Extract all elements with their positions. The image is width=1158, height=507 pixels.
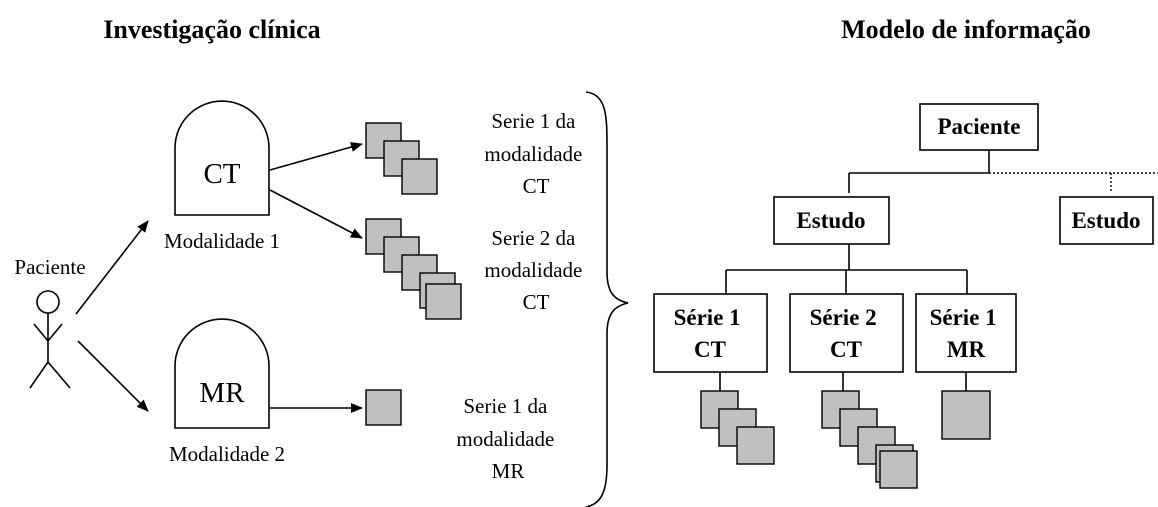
arrow-patient-to-mr — [77, 340, 149, 412]
mr-modality-code: MR — [199, 377, 245, 409]
arrow-ct-to-series1 — [269, 142, 363, 171]
series-label-ct1: Serie 1 da modalidade CT — [484, 109, 587, 198]
patient-label: Paciente — [14, 255, 85, 279]
series1-ct-images — [700, 390, 775, 465]
series-label-mr: Serie 1 da modalidade MR — [456, 394, 559, 483]
patient-figure-icon — [29, 290, 71, 389]
left-title: Investigação clínica — [103, 15, 320, 44]
patient-box-label: Paciente — [937, 114, 1020, 139]
ct-series1-images — [365, 122, 438, 195]
study-box — [773, 196, 890, 245]
mr-modality-label: Modalidade 2 — [169, 442, 285, 466]
patient-box — [919, 103, 1039, 151]
ct-series2-images — [365, 218, 462, 320]
series-box — [789, 293, 904, 373]
series-label-ct2: Serie 2 da modalidade CT — [484, 226, 587, 314]
arrow-ct-to-series2 — [269, 189, 363, 239]
mr-modality-shape — [174, 318, 270, 429]
series2-ct-images — [821, 390, 918, 489]
series-box — [653, 293, 768, 373]
ct-modality-label: Modalidade 1 — [164, 229, 280, 253]
series-box — [915, 293, 1017, 373]
series-box-label: Série 2 CT — [810, 305, 883, 362]
mr-series1-images — [365, 389, 402, 426]
study-box-label: Estudo — [1071, 208, 1140, 233]
study-box-label: Estudo — [796, 208, 865, 233]
grouping-brace — [585, 91, 629, 507]
right-title: Modelo de informação — [841, 15, 1091, 44]
series-box-label: Série 1 CT — [674, 305, 747, 362]
study-box — [1059, 196, 1154, 245]
series-box-label: Série 1 MR — [930, 305, 1003, 362]
ct-modality-shape — [174, 100, 270, 216]
series1-mr-images — [941, 390, 991, 440]
ct-modality-code: CT — [203, 158, 240, 190]
arrow-patient-to-ct — [75, 220, 149, 315]
